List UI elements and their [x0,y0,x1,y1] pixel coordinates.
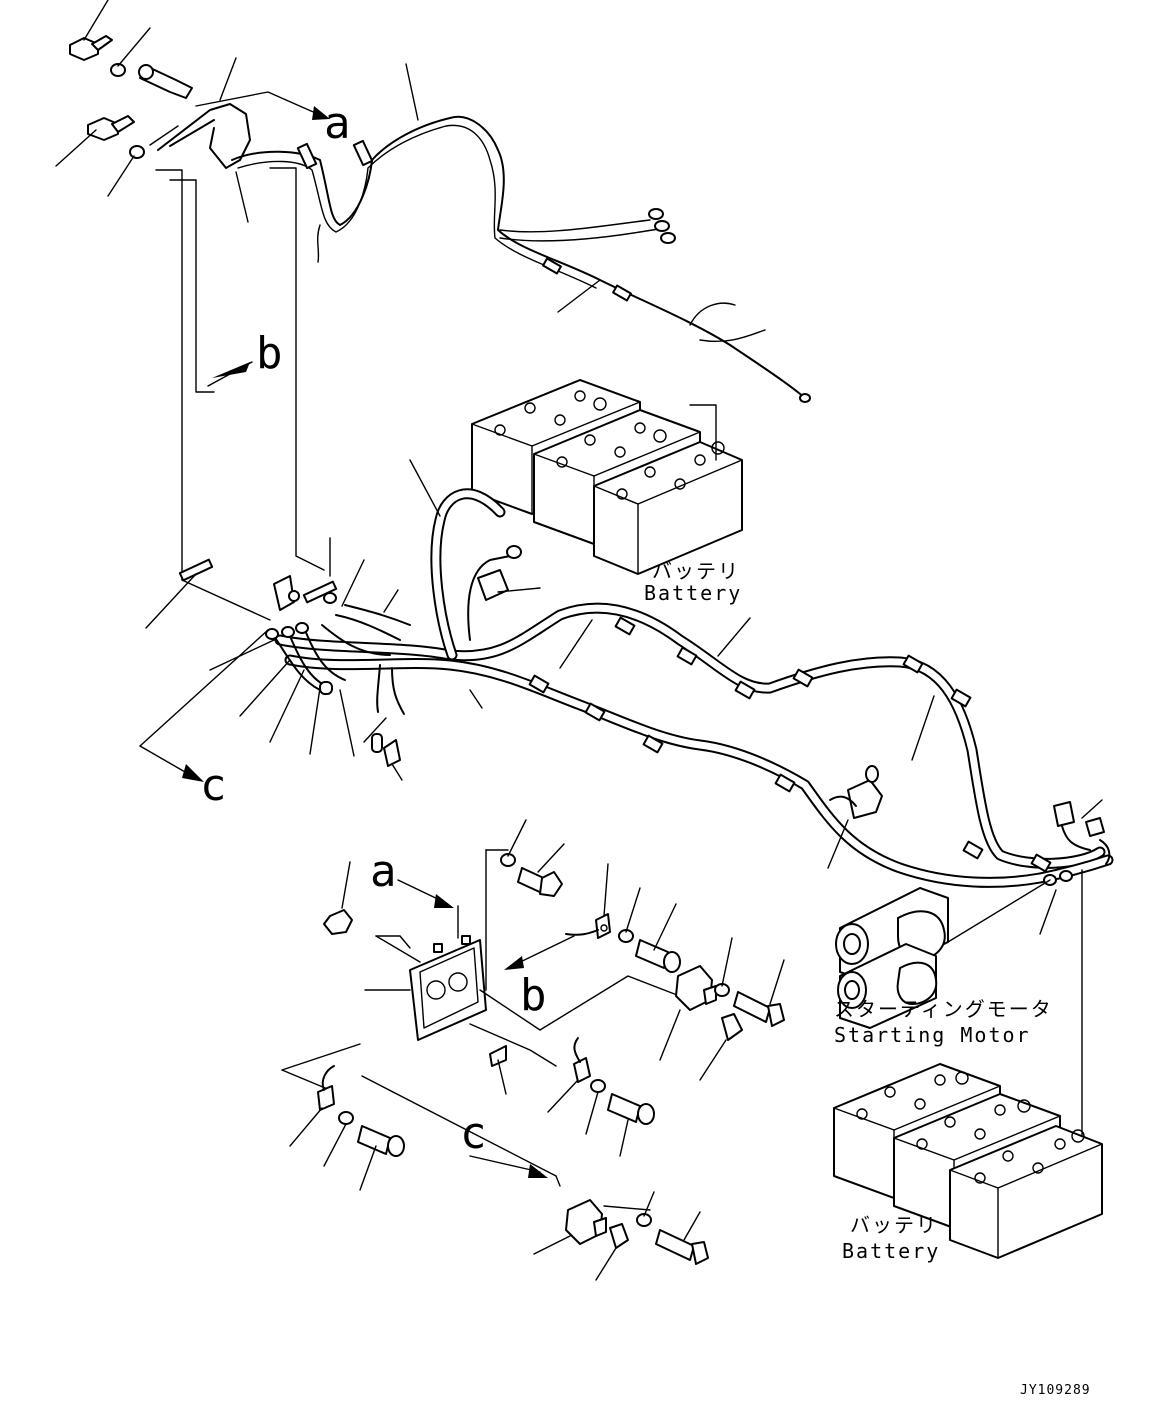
disconnect-switch-b [659,965,717,1061]
clip-small [469,1023,557,1095]
washer-top [110,63,126,77]
battery-group-top: バッテリ Battery [471,379,743,605]
leader-lines-top [55,0,601,313]
callout-a-lower: a [370,846,397,897]
reference-lines [139,167,325,782]
callout-b-arrow [479,849,691,1031]
callout-c-assembly [281,1043,561,1191]
washer-left-2 [129,145,145,159]
callout-b-lower: b [520,970,547,1021]
bolt-left-2 [87,115,135,141]
arrow-to-a [195,91,330,120]
callout-a-arrow [375,879,459,963]
callout-a-top: a [324,98,351,149]
callout-c-left: c [200,760,227,811]
terminal-b [565,863,611,939]
leader-lines-middle [145,459,1103,935]
figure-code: JY109289 [1020,1383,1091,1398]
left-terminal-cluster [178,558,411,767]
battery-top-label-en: Battery [644,581,742,605]
upper-harness-assembly [55,0,811,403]
harness-clips [528,616,1052,873]
battery-bottom-label-en: Battery [842,1239,940,1263]
bolt-upper-a [500,819,565,897]
starting-motor-label-jp: スターティングモータ [834,997,1053,1021]
callout-b-left: b [256,328,283,379]
battery-disconnect-panel [364,935,487,1041]
mid-relay [829,765,883,819]
bolt-b [618,887,681,973]
main-cable-harness [145,459,1114,935]
battery-top-label-jp: バッテリ [652,559,740,583]
harness-bracket [149,103,251,169]
callout-c-lower: c [460,1108,487,1159]
terminal-c-right [547,1037,655,1157]
battery-group-bottom: バッテリ Battery [833,1063,1103,1263]
upper-wire-bundle [231,115,811,403]
starting-motor: スターティングモータ Starting Motor [834,879,1053,1047]
starting-motor-label-en: Starting Motor [834,1023,1031,1047]
nut [323,909,353,935]
bolt-b-right [699,937,785,1081]
battery-bottom-label-jp: バッテリ [850,1213,938,1237]
disconnect-switch-c [533,1191,709,1281]
spacer-top [138,64,193,99]
bolt-top-left [69,35,113,61]
